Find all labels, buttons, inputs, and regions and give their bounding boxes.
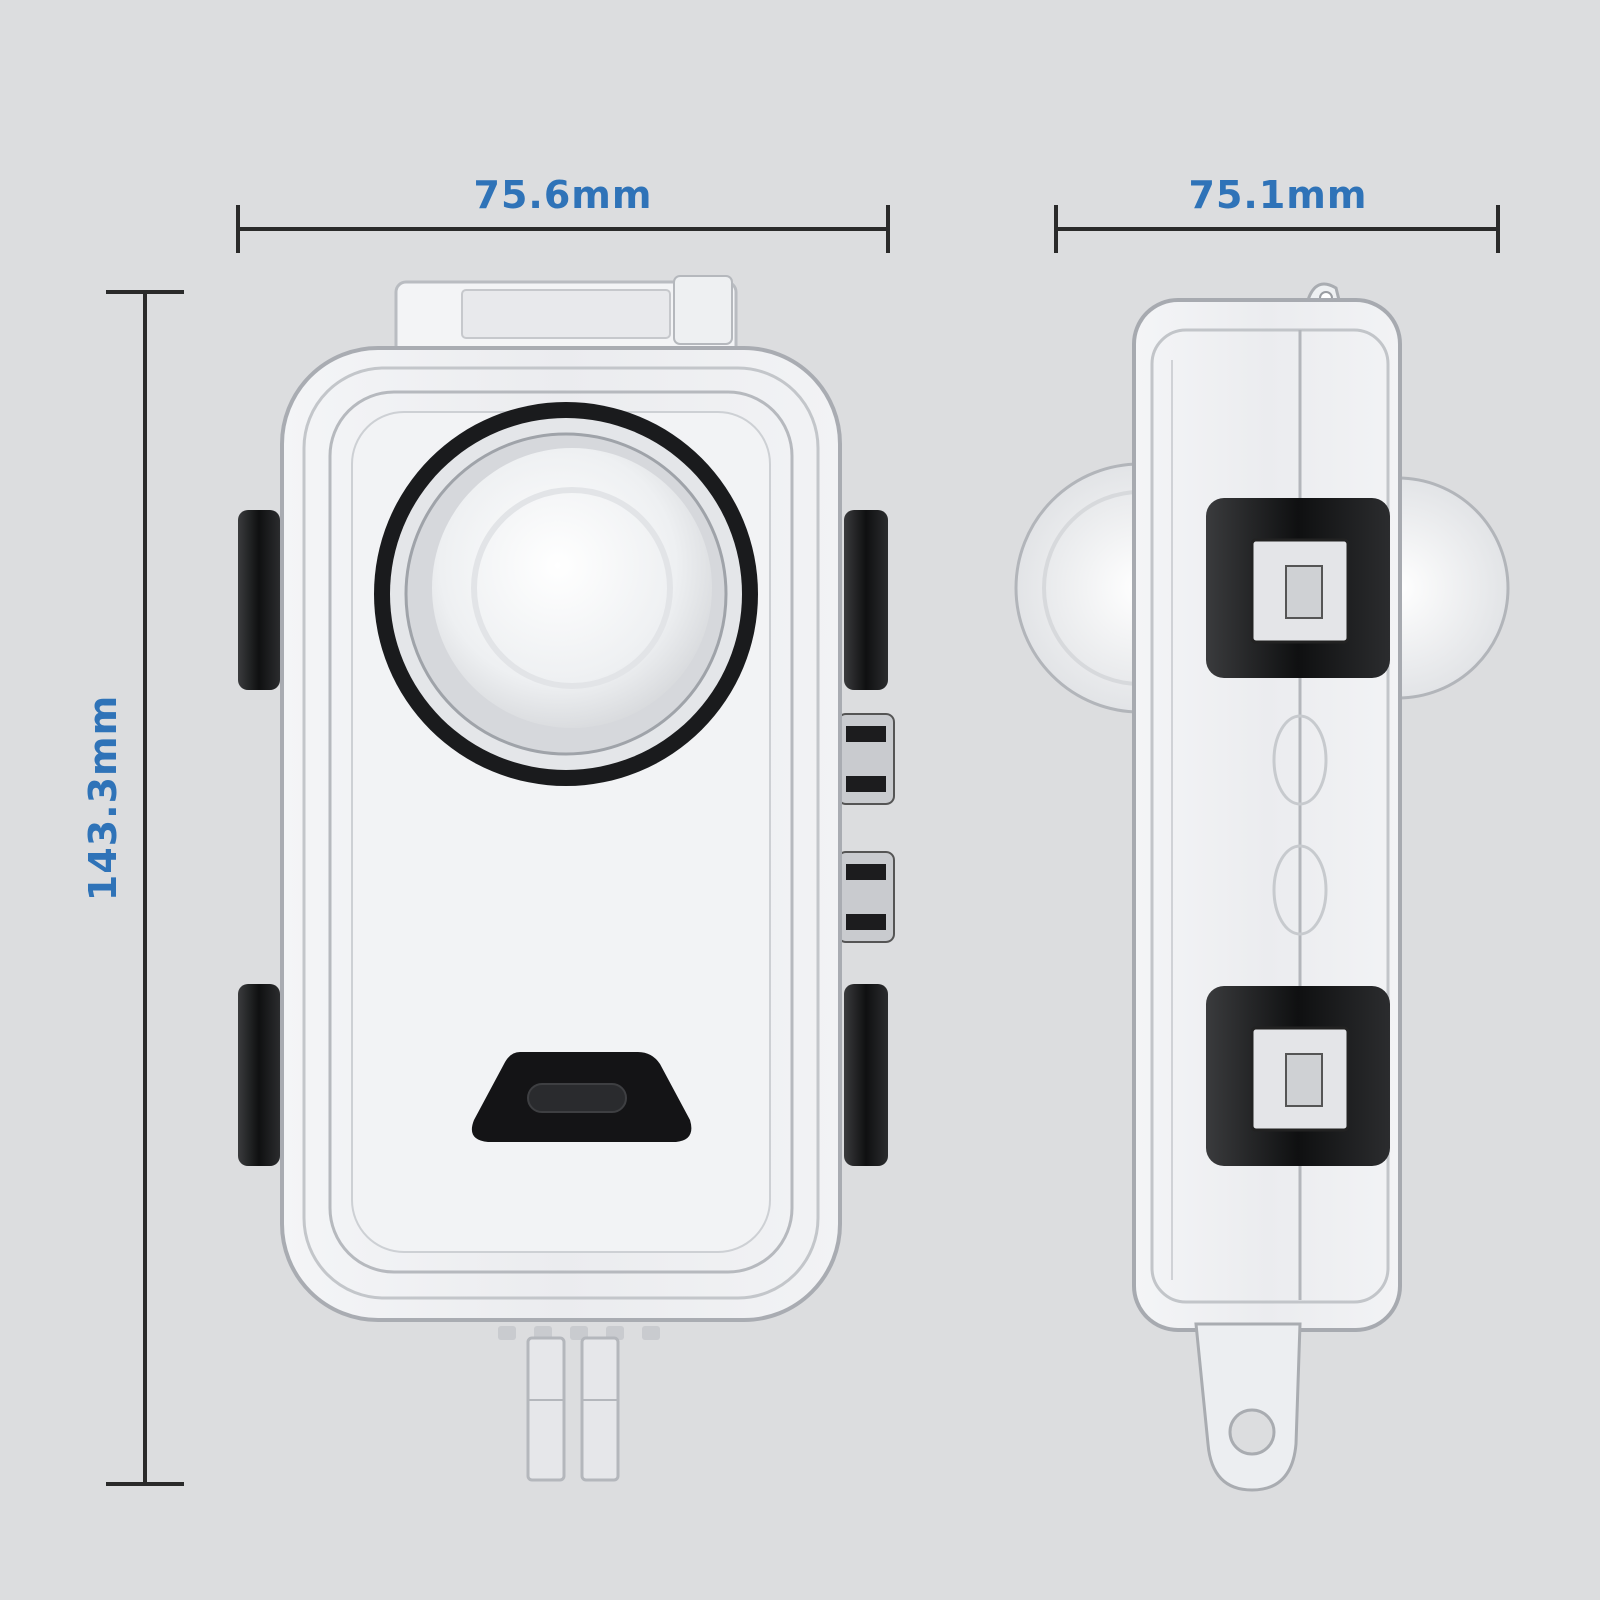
housing-front-view — [238, 275, 895, 1482]
side-clip-bottom — [1206, 986, 1390, 1166]
side-shell — [1132, 298, 1402, 1332]
mount-prong-right — [580, 1336, 620, 1482]
right-clip-top — [844, 510, 888, 690]
dimension-side-depth: 75.1mm — [1054, 173, 1500, 253]
right-clip-bottom — [844, 984, 888, 1166]
mount-prong-left — [526, 1336, 566, 1482]
dimension-height: 143.3mm — [81, 290, 184, 1486]
left-clip-bottom — [238, 984, 280, 1166]
housing-side-view — [1014, 282, 1510, 1492]
dimension-front-width: 75.6mm — [236, 173, 890, 253]
side-clip-top — [1206, 498, 1390, 678]
side-mount-tab — [1194, 1322, 1302, 1492]
height-label: 143.3mm — [81, 695, 125, 901]
front-width-label: 75.6mm — [474, 173, 653, 217]
side-depth-label: 75.1mm — [1189, 173, 1368, 217]
left-clip-top — [238, 510, 280, 690]
